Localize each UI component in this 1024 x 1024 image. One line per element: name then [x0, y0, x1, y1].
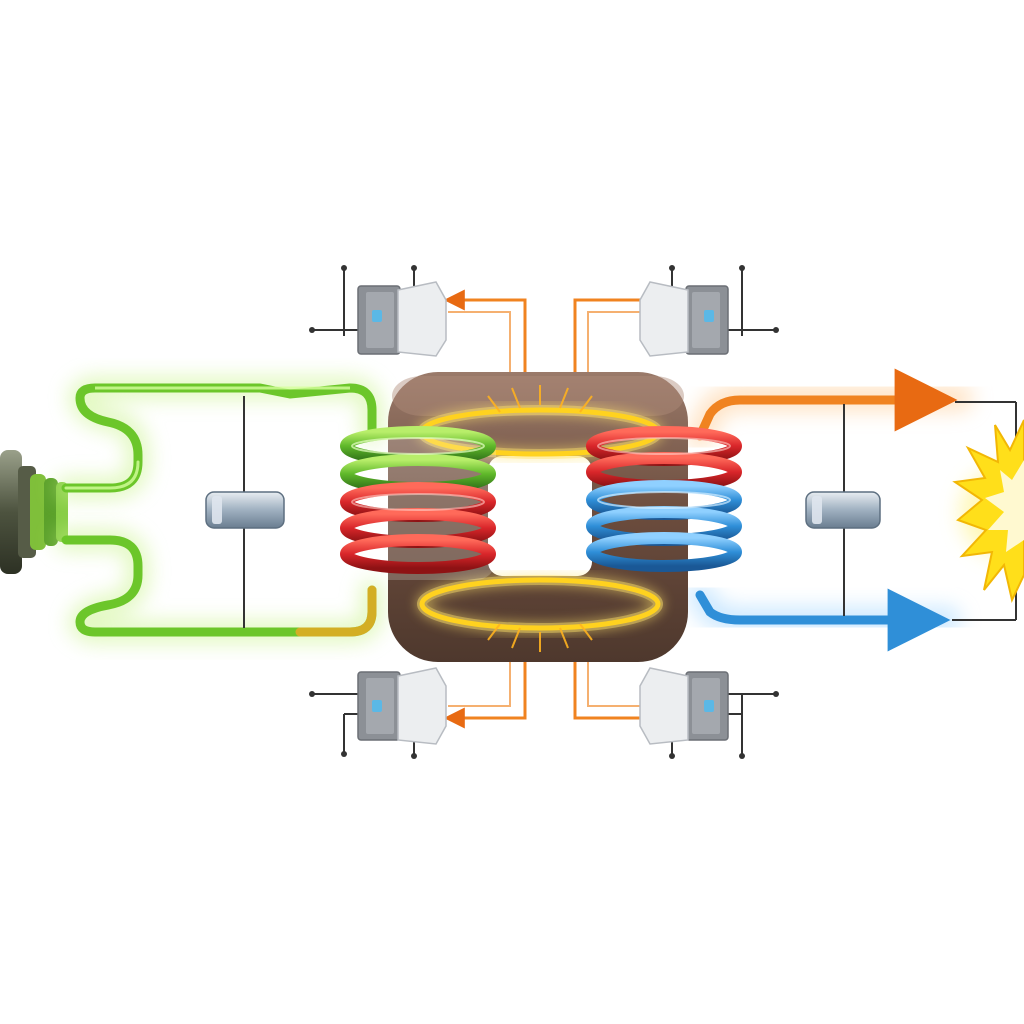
orange-wire-top [695, 368, 958, 441]
switch-module-bottom-left [309, 662, 527, 759]
source-plug [0, 450, 68, 574]
switch-module-bottom-right [573, 662, 779, 759]
secondary-coil [586, 426, 742, 572]
spark-load [952, 419, 1024, 604]
coil-icon [340, 426, 496, 574]
switch-icon [639, 667, 689, 745]
switch-icon [639, 281, 689, 357]
switch-module-top-right [573, 265, 779, 372]
spark-icon [952, 419, 1024, 604]
blue-wire-bottom [695, 588, 951, 652]
capacitor-icon [205, 491, 285, 529]
switch-icon [397, 281, 447, 357]
capacitor-left [205, 396, 285, 628]
primary-coil [340, 426, 496, 580]
switch-module-top-left [309, 265, 527, 372]
capacitor-right [805, 404, 881, 616]
switch-icon [397, 667, 447, 745]
primary-wire [55, 377, 383, 643]
capacitor-icon [805, 491, 881, 529]
green-wire-bottom [61, 535, 377, 637]
green-wire-top [61, 383, 377, 493]
coil-icon [586, 426, 742, 572]
power-plug-icon [0, 450, 22, 574]
